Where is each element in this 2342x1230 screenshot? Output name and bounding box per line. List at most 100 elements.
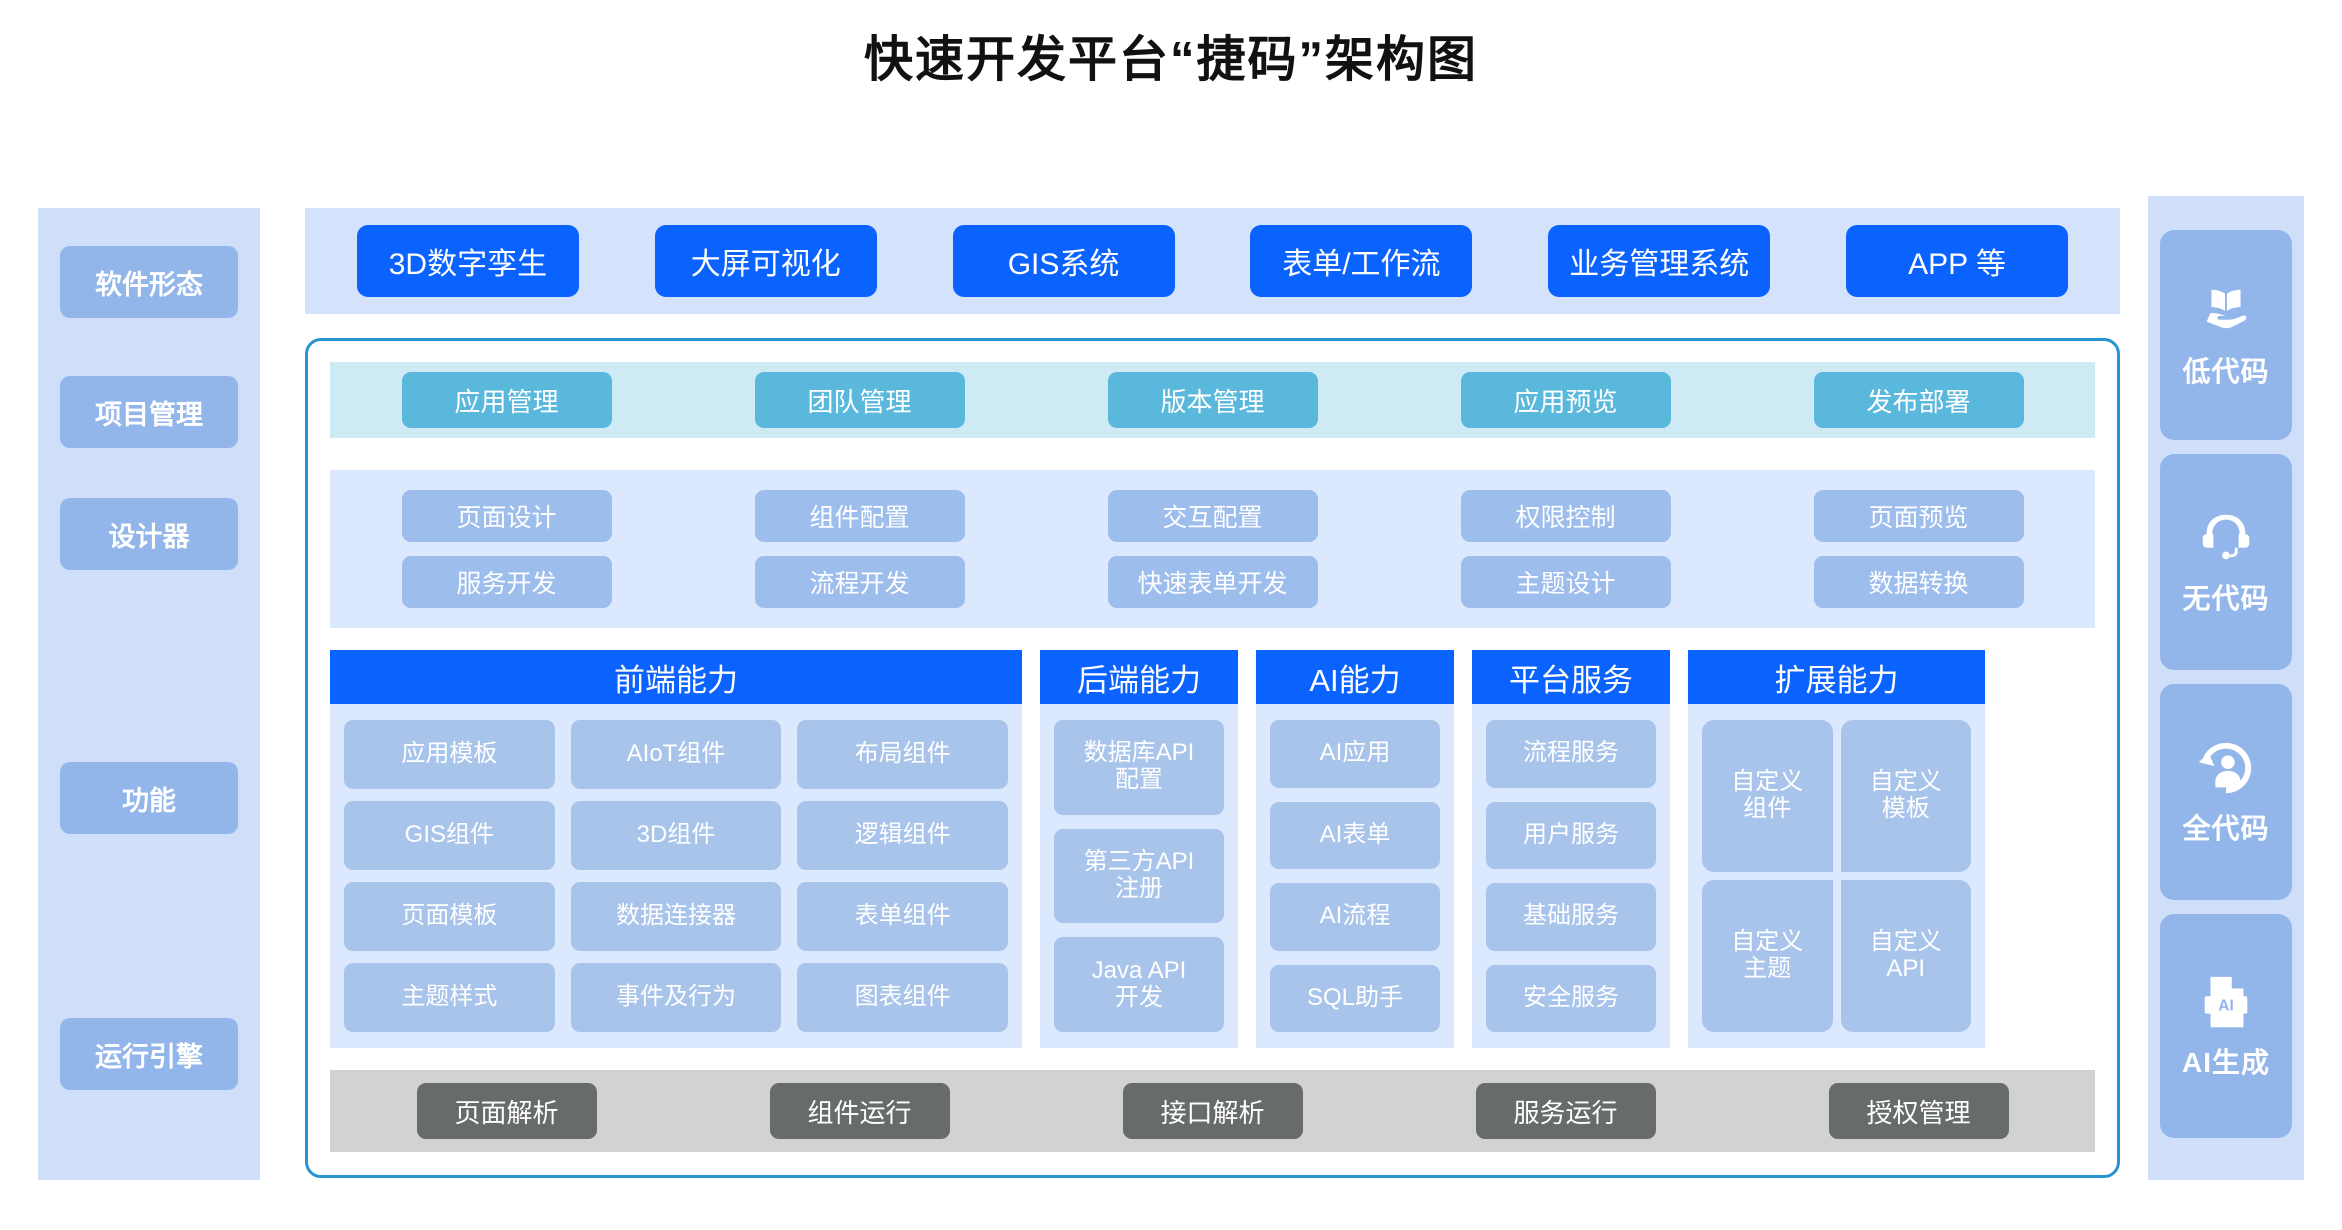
rail-item-software-form[interactable]: 软件形态: [60, 246, 238, 318]
product-band: 3D数字孪生 大屏可视化 GIS系统 表单/工作流 业务管理系统 APP 等: [305, 208, 2120, 314]
rail-card-ai-generate[interactable]: AI AI生成: [2160, 914, 2292, 1138]
rail-card-label: AI生成: [2181, 1047, 2270, 1078]
rail-item-designer[interactable]: 设计器: [60, 498, 238, 570]
page-title: 快速开发平台“捷码”架构图: [863, 33, 1478, 87]
designer-process-dev[interactable]: 流程开发: [754, 556, 965, 608]
product-large-screen-viz[interactable]: 大屏可视化: [654, 225, 877, 297]
chip-theme-style[interactable]: 主题样式: [344, 963, 555, 1032]
rail-card-full-code[interactable]: 全代码: [2160, 684, 2292, 900]
project-app-management[interactable]: 应用管理: [401, 372, 612, 428]
capability-card-ai: AI能力 AI应用 AI表单 AI流程 SQL助手: [1256, 650, 1454, 1048]
rail-card-low-code[interactable]: 低代码: [2160, 230, 2292, 440]
project-app-preview[interactable]: 应用预览: [1460, 372, 1671, 428]
designer-data-transform[interactable]: 数据转换: [1813, 556, 2024, 608]
designer-band: 页面设计 组件配置 交互配置 权限控制 页面预览 服务开发 流程开发 快速表单开…: [330, 470, 2095, 628]
chip-custom-api[interactable]: 自定义 API: [1840, 880, 1971, 1032]
chip-third-party-api-register[interactable]: 第三方API 注册: [1054, 828, 1224, 924]
product-3d-digital-twin[interactable]: 3D数字孪生: [356, 225, 579, 297]
platform-chip-grid: 流程服务 用户服务 基础服务 安全服务: [1486, 720, 1656, 1032]
rail-item-runtime-engine[interactable]: 运行引擎: [60, 1018, 238, 1090]
runtime-interface-parse[interactable]: 接口解析: [1122, 1083, 1303, 1139]
project-version-management[interactable]: 版本管理: [1107, 372, 1318, 428]
chip-database-api-config[interactable]: 数据库API 配置: [1054, 720, 1224, 815]
capability-title-platform-service: 平台服务: [1472, 650, 1670, 704]
capability-area: 前端能力 应用模板 AIoT组件 布局组件 GIS组件 3D组件 逻辑组件 页面…: [330, 650, 2095, 1048]
chip-user-service[interactable]: 用户服务: [1486, 801, 1656, 869]
chip-sql-assistant[interactable]: SQL助手: [1270, 964, 1440, 1032]
designer-component-config[interactable]: 组件配置: [754, 490, 965, 542]
capability-title-ai: AI能力: [1256, 650, 1454, 704]
capability-card-backend: 后端能力 数据库API 配置 第三方API 注册 Java API 开发: [1040, 650, 1238, 1048]
rail-card-label: 全代码: [2182, 813, 2270, 844]
capability-title-backend: 后端能力: [1040, 650, 1238, 704]
right-rail: 低代码 无代码 全代码: [2148, 196, 2304, 1180]
chip-app-template[interactable]: 应用模板: [344, 720, 555, 789]
designer-row-1: 页面设计 组件配置 交互配置 权限控制 页面预览: [330, 490, 2095, 542]
chip-ai-app[interactable]: AI应用: [1270, 720, 1440, 788]
rail-card-label: 低代码: [2182, 356, 2270, 387]
ai-chip-grid: AI应用 AI表单 AI流程 SQL助手: [1270, 720, 1440, 1032]
product-app-etc[interactable]: APP 等: [1846, 225, 2069, 297]
runtime-component-run[interactable]: 组件运行: [769, 1083, 950, 1139]
chip-logic-component[interactable]: 逻辑组件: [797, 801, 1008, 870]
rail-card-label: 无代码: [2182, 583, 2270, 614]
runtime-service-run[interactable]: 服务运行: [1475, 1083, 1656, 1139]
designer-row-2: 服务开发 流程开发 快速表单开发 主题设计 数据转换: [330, 556, 2095, 608]
chip-gis-component[interactable]: GIS组件: [344, 801, 555, 870]
chip-page-template[interactable]: 页面模板: [344, 882, 555, 951]
rail-item-project-mgmt[interactable]: 项目管理: [60, 376, 238, 448]
designer-page-preview[interactable]: 页面预览: [1813, 490, 2024, 542]
chip-chart-component[interactable]: 图表组件: [797, 963, 1008, 1032]
designer-service-dev[interactable]: 服务开发: [401, 556, 612, 608]
chip-ai-process[interactable]: AI流程: [1270, 883, 1440, 951]
product-business-mgmt[interactable]: 业务管理系统: [1548, 225, 1771, 297]
designer-permission-control[interactable]: 权限控制: [1460, 490, 1671, 542]
designer-page-design[interactable]: 页面设计: [401, 490, 612, 542]
chip-ai-form[interactable]: AI表单: [1270, 801, 1440, 869]
capability-card-platform-service: 平台服务 流程服务 用户服务 基础服务 安全服务: [1472, 650, 1670, 1048]
chip-3d-component[interactable]: 3D组件: [570, 801, 782, 870]
chip-event-behavior[interactable]: 事件及行为: [570, 963, 782, 1032]
chip-custom-component[interactable]: 自定义 组件: [1702, 720, 1833, 872]
chip-basic-service[interactable]: 基础服务: [1486, 883, 1656, 951]
chip-layout-component[interactable]: 布局组件: [797, 720, 1008, 789]
person-refresh-icon: [2198, 742, 2252, 794]
capability-body-backend: 数据库API 配置 第三方API 注册 Java API 开发: [1040, 704, 1238, 1048]
designer-quick-form-dev[interactable]: 快速表单开发: [1107, 556, 1318, 608]
chip-form-component[interactable]: 表单组件: [797, 882, 1008, 951]
designer-interaction-config[interactable]: 交互配置: [1107, 490, 1318, 542]
rail-item-function[interactable]: 功能: [60, 762, 238, 834]
runtime-engine-band: 页面解析 组件运行 接口解析 服务运行 授权管理: [330, 1070, 2095, 1152]
capability-body-platform-service: 流程服务 用户服务 基础服务 安全服务: [1472, 704, 1670, 1048]
chip-security-service[interactable]: 安全服务: [1486, 964, 1656, 1032]
chip-java-api-dev[interactable]: Java API 开发: [1054, 937, 1224, 1032]
chip-data-connector[interactable]: 数据连接器: [570, 882, 782, 951]
backend-chip-grid: 数据库API 配置 第三方API 注册 Java API 开发: [1054, 720, 1224, 1032]
project-team-management[interactable]: 团队管理: [754, 372, 965, 428]
frontend-chip-grid: 应用模板 AIoT组件 布局组件 GIS组件 3D组件 逻辑组件 页面模板 数据…: [344, 720, 1008, 1032]
capability-body-frontend: 应用模板 AIoT组件 布局组件 GIS组件 3D组件 逻辑组件 页面模板 数据…: [330, 704, 1022, 1048]
capability-body-ai: AI应用 AI表单 AI流程 SQL助手: [1256, 704, 1454, 1048]
product-gis-system[interactable]: GIS系统: [952, 225, 1175, 297]
product-form-workflow[interactable]: 表单/工作流: [1250, 225, 1473, 297]
left-rail: 软件形态 项目管理 设计器 功能 运行引擎: [38, 208, 260, 1180]
svg-text:AI: AI: [2218, 998, 2234, 1015]
chip-custom-theme[interactable]: 自定义 主题: [1702, 880, 1833, 1032]
rail-card-no-code[interactable]: 无代码: [2160, 454, 2292, 670]
runtime-page-parse[interactable]: 页面解析: [416, 1083, 597, 1139]
chip-process-service[interactable]: 流程服务: [1486, 720, 1656, 788]
headset-support-icon: [2202, 514, 2250, 560]
project-publish-deploy[interactable]: 发布部署: [1813, 372, 2024, 428]
runtime-auth-management[interactable]: 授权管理: [1828, 1083, 2009, 1139]
capability-card-frontend: 前端能力 应用模板 AIoT组件 布局组件 GIS组件 3D组件 逻辑组件 页面…: [330, 650, 1022, 1048]
capability-title-extension: 扩展能力: [1688, 650, 1985, 704]
capability-title-frontend: 前端能力: [330, 650, 1022, 704]
extension-chip-grid: 自定义 组件 自定义 模板 自定义 主题 自定义 API: [1702, 720, 1971, 1032]
project-management-band: 应用管理 团队管理 版本管理 应用预览 发布部署: [330, 362, 2095, 438]
capability-card-extension: 扩展能力 自定义 组件 自定义 模板 自定义 主题 自定义 API: [1688, 650, 1985, 1048]
chip-aiot-component[interactable]: AIoT组件: [570, 720, 782, 789]
book-on-hand-icon: [2206, 289, 2247, 329]
designer-theme-design[interactable]: 主题设计: [1460, 556, 1671, 608]
chip-custom-template[interactable]: 自定义 模板: [1840, 720, 1971, 872]
